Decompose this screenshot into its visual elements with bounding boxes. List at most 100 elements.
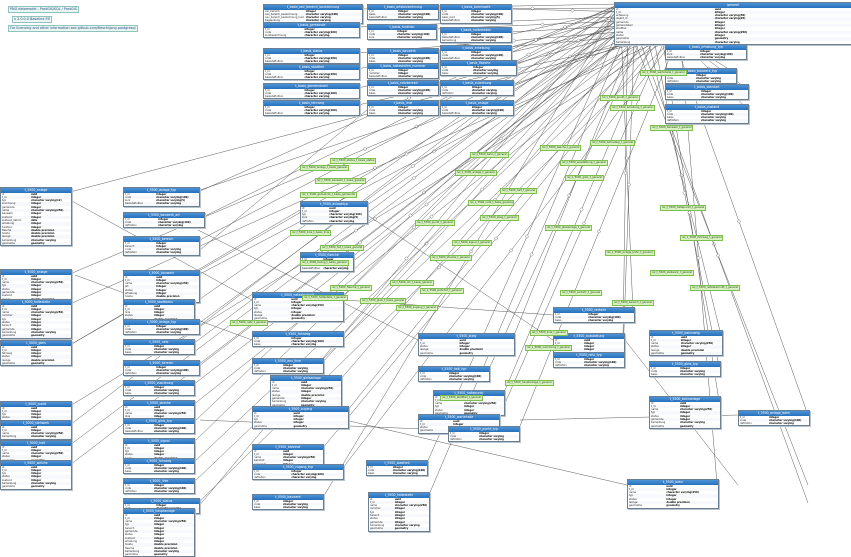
relation-label[interactable]: rel_t_5000_flaeche_t_generel: [330, 285, 372, 291]
relation-label[interactable]: rel_t_5500_netzabschnitt_t_generel: [690, 285, 740, 291]
relation-label[interactable]: rel_t_5500_verkehr_t_generel: [560, 290, 603, 296]
relation-label[interactable]: rel_t_5000_stellwerk_t_generel: [650, 270, 694, 276]
relation-label[interactable]: rel_t_5500_bahn_t_generel: [470, 152, 509, 158]
relation-label[interactable]: rel_t_5500_bauwerk_t_basis_generel: [315, 178, 367, 184]
relation-label[interactable]: rel_t_5000_bereich_t_generel: [612, 300, 654, 306]
relation-label[interactable]: rel_1_5500_bahnhof_t_generel: [420, 288, 464, 294]
relation-label[interactable]: rel_t_5000_netz_t_generel: [230, 320, 268, 326]
relation-label[interactable]: rel_1_5500_wartehalle_t_generel: [640, 70, 687, 76]
relation-label[interactable]: rel_t_5500_status_t_basis_status: [330, 158, 377, 164]
relation-label[interactable]: rel_1_5500_gemeinde_t_basis_gemeinde: [300, 192, 357, 198]
relation-label[interactable]: rel_t_5500_punkt_t_generel: [415, 220, 455, 226]
relation-label[interactable]: rel_1_5000_gleis_t_generel: [565, 175, 604, 181]
relation-label[interactable]: rel_t_5000_weiche_t_generel: [540, 145, 582, 151]
relation-label[interactable]: rel_t_5500_gleis_t_basis_generel: [360, 298, 407, 304]
relation-label[interactable]: rel_t_5500_hauptanlage_t_generel: [505, 380, 554, 386]
relation-label[interactable]: rel_1_5000_fahrweg_t_generel: [680, 235, 724, 241]
relation-label[interactable]: rel_t_5500_zugang_t_generel: [396, 305, 438, 311]
relation-label[interactable]: rel_t_5500_erhebung_t_generel: [610, 105, 655, 111]
relation-label[interactable]: rel_t_5000_anlage_t_basis_generel: [300, 165, 349, 171]
entity-table[interactable]: t_5500_haltepunktiduuidt_idintegernamech…: [433, 390, 505, 417]
relation-label[interactable]: rel_1_5500_netz_t_basis_generel: [468, 200, 515, 206]
relation-label[interactable]: rel_t_5000_punkt_t_generel: [600, 95, 640, 101]
relation-label[interactable]: rel_t_5500_bahnsteig_t_generel: [590, 140, 636, 146]
relation-label[interactable]: rel_t_5500_stadtteil_t_generel: [440, 395, 483, 401]
relation-label[interactable]: rel_t_5500_linie_t_generel: [530, 330, 568, 336]
relation-label[interactable]: rel_t_5000_ort_t_basis_generel: [390, 280, 434, 286]
relation-label[interactable]: rel_1_0000_bezug_t_basis_generel: [300, 260, 349, 266]
relation-label[interactable]: rel_t_5000_strecke_t_generel: [430, 255, 472, 261]
relation-label[interactable]: rel_t_5500_haltepunkt_t_generel: [660, 205, 707, 211]
relation-label[interactable]: rel_t_5000_signal_t_generel: [452, 240, 492, 246]
relation-label[interactable]: rel_t_5500_haltestelle_t_generel: [302, 295, 348, 301]
relation-label[interactable]: rel_1_5500_anlage_t_generel: [455, 170, 497, 176]
relation-label[interactable]: rel_t_5000_linie_t_basis_linie: [290, 230, 332, 236]
relation-label[interactable]: rel_t_5500_hst_t_basis_generel: [320, 245, 365, 251]
relation-label[interactable]: rel_t_5000_halt_t_generel: [500, 188, 538, 194]
relation-label[interactable]: rel_t_5500_gleisanlage_t_generel: [545, 225, 593, 231]
relation-label[interactable]: rel_1_5500_anlage_bahn_t_generel: [605, 250, 655, 256]
relation-label[interactable]: rel_1_5000_zuordnung_t_generel: [525, 345, 572, 351]
relation-label[interactable]: rel_t_5000_bauwerk_t_generel: [650, 125, 694, 131]
relation-label[interactable]: rel_t_5500_steig_t_generel: [480, 215, 519, 221]
relation-label[interactable]: rel_t_5500_ausstattung_t_generel: [560, 160, 608, 166]
